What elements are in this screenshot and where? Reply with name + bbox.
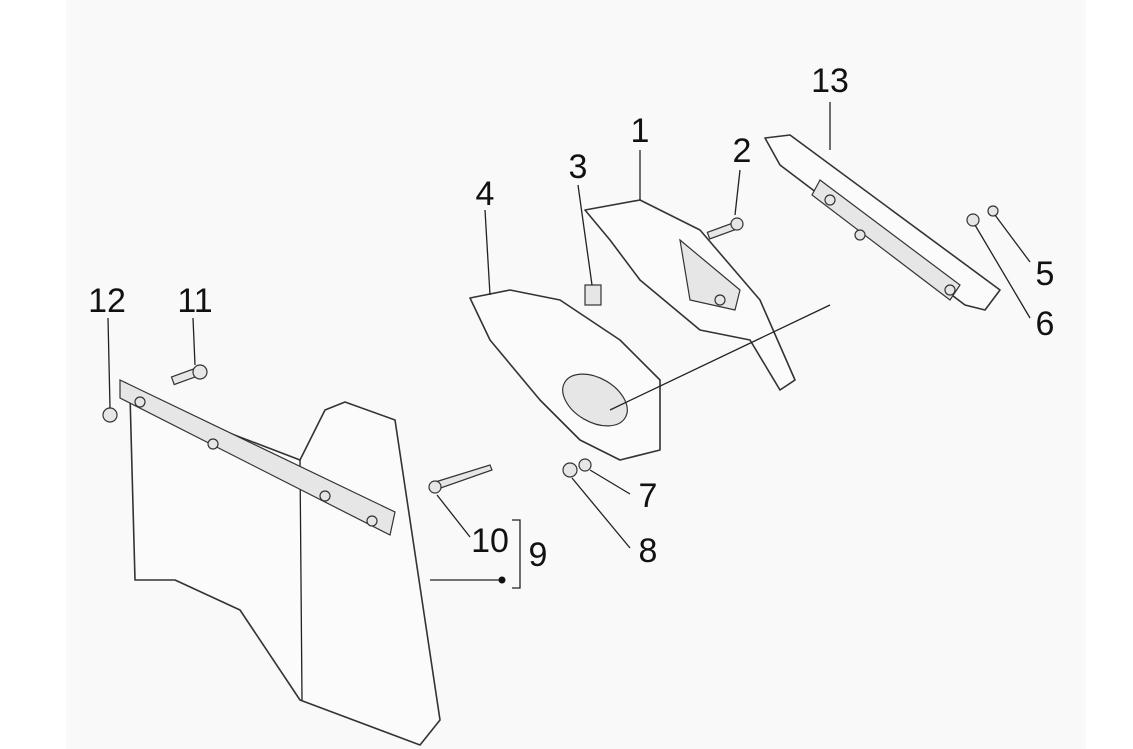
part-11-screw[interactable]	[170, 364, 208, 386]
callout-2: 2	[733, 132, 752, 170]
part-4-plate-holder[interactable]	[469, 289, 661, 461]
callout-12: 12	[88, 282, 126, 320]
part-7-washer[interactable]	[578, 458, 592, 472]
part-2-screw[interactable]	[706, 217, 744, 240]
callout-13: 13	[811, 62, 849, 100]
part-5-screw[interactable]	[987, 205, 999, 217]
callout-3: 3	[569, 148, 588, 186]
callout-10: 10	[471, 522, 509, 560]
callout-8: 8	[639, 532, 658, 570]
part-9-mudflap[interactable]	[119, 379, 441, 746]
part-13-plate-bracket[interactable]	[764, 134, 1001, 311]
part-3-clip[interactable]	[584, 284, 602, 306]
callout-1: 1	[631, 112, 650, 150]
callout-9: 9	[529, 536, 548, 574]
part-1-cover[interactable]	[584, 199, 796, 391]
reference-dot	[498, 576, 506, 584]
callout-7: 7	[639, 477, 658, 515]
callout-5: 5	[1036, 255, 1055, 293]
callout-6: 6	[1036, 305, 1055, 343]
part-8-nut[interactable]	[562, 462, 578, 478]
callout-11: 11	[177, 282, 212, 320]
part-10-rivet[interactable]	[428, 464, 493, 494]
part-6-washer[interactable]	[966, 213, 980, 227]
leader-lines	[107, 102, 1031, 589]
part-12-nut[interactable]	[102, 407, 118, 423]
callout-4: 4	[476, 175, 495, 213]
